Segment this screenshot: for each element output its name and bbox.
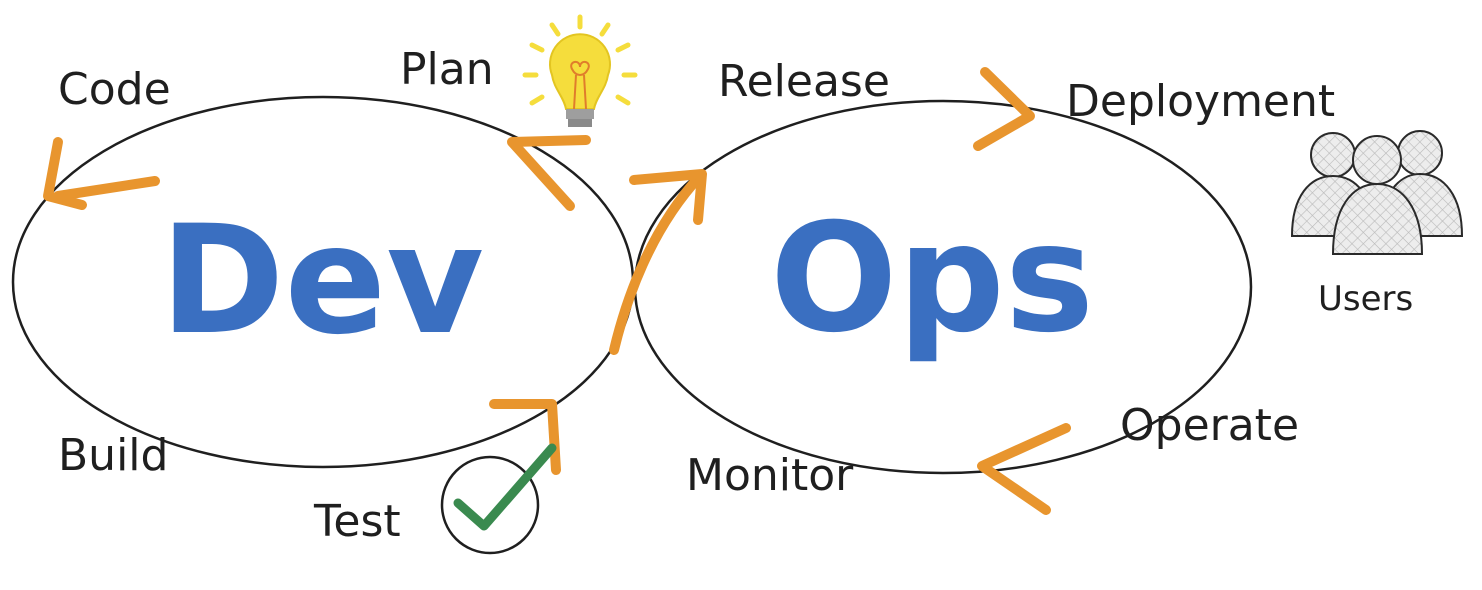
stage-test: Test xyxy=(313,496,401,547)
users-icon xyxy=(1290,130,1464,255)
arrow-code xyxy=(53,176,160,201)
arrow-deployment xyxy=(973,67,1035,151)
dev-label: Dev xyxy=(160,194,484,368)
stage-operate: Operate xyxy=(1120,400,1299,451)
users-label: Users xyxy=(1318,279,1413,319)
arrow-operate xyxy=(977,423,1071,515)
stage-release: Release xyxy=(718,56,890,107)
stage-deployment: Deployment xyxy=(1066,76,1335,127)
stage-build: Build xyxy=(58,430,168,481)
arrow-code-head xyxy=(43,137,87,210)
arrow-plan xyxy=(507,135,591,211)
flow-arrows xyxy=(43,67,1071,515)
lightbulb-icon xyxy=(522,14,638,127)
stage-plan: Plan xyxy=(400,44,494,95)
stage-monitor: Monitor xyxy=(686,450,854,501)
stage-code: Code xyxy=(58,64,171,115)
arrow-crossover-head xyxy=(629,169,707,225)
arrow-crossover xyxy=(609,171,705,355)
ops-label: Ops xyxy=(770,192,1094,366)
checkmark-icon xyxy=(440,443,557,555)
